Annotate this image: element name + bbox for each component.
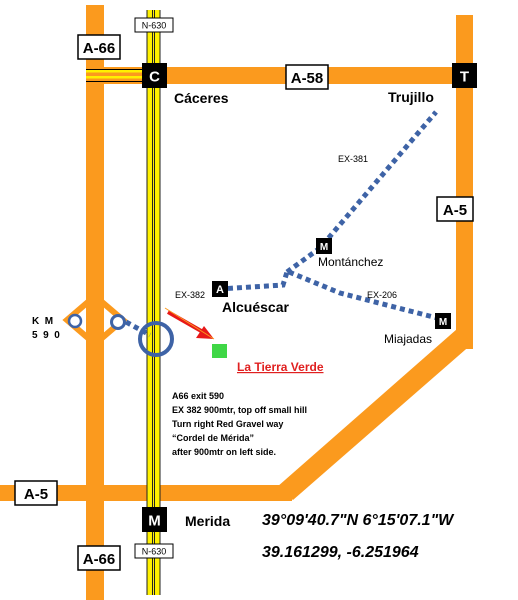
- sign-a66-top-label: A-66: [83, 40, 116, 57]
- marker-caceres-letter: C: [149, 69, 160, 86]
- sign-a5-left: A-5: [14, 480, 58, 506]
- km590-exit-circle: [110, 314, 126, 330]
- coordinates-decimal: 39.161299, -6.251964: [262, 544, 419, 561]
- label-miajadas: Miajadas: [384, 332, 432, 346]
- km-label-line2: 5 9 0: [32, 330, 60, 341]
- km590-interchange: [62, 292, 128, 348]
- sign-a66-bottom-label: A-66: [83, 551, 116, 568]
- a5-road-diagonal: [277, 329, 473, 500]
- directions-line: after 900mtr on left side.: [172, 447, 276, 457]
- label-trujillo: Trujillo: [388, 89, 434, 105]
- marker-caceres: C: [142, 63, 167, 88]
- ex381-road: [285, 110, 438, 275]
- label-merida: Merida: [185, 513, 230, 529]
- sign-n630-top-label: N-630: [142, 21, 167, 31]
- sign-a5-left-label: A-5: [24, 486, 48, 503]
- marker-montanchez-letter: M: [320, 242, 328, 253]
- a66-junction: [86, 67, 150, 84]
- marker-trujillo-letter: T: [460, 69, 469, 86]
- sign-a66-top: A-66: [77, 34, 121, 60]
- marker-miajadas: M: [435, 313, 451, 329]
- sign-a58-label: A-58: [291, 70, 324, 87]
- sign-n630-bottom-label: N-630: [142, 547, 167, 557]
- sign-a5-right: A-5: [436, 196, 474, 222]
- ex382-road: [218, 271, 290, 292]
- a5-road-right: [456, 15, 473, 349]
- label-ex382: EX-382: [175, 290, 205, 300]
- directions-line: Turn right Red Gravel way: [172, 419, 283, 429]
- label-alcuescar: Alcuéscar: [222, 299, 289, 315]
- label-destination: La Tierra Verde: [237, 360, 324, 374]
- km-label-line1: K M: [32, 316, 53, 327]
- sign-a5-right-label: A-5: [443, 202, 467, 219]
- label-ex206: EX-206: [367, 290, 397, 300]
- coordinates-dms: 39°09'40.7"N 6°15'07.1"W: [262, 512, 455, 529]
- exit-link: [124, 319, 152, 338]
- label-montanchez: Montánchez: [318, 255, 383, 269]
- directions-line: “Cordel de Mérida”: [172, 433, 254, 443]
- marker-montanchez: M: [316, 238, 332, 254]
- a66-road: [86, 5, 104, 600]
- label-ex381: EX-381: [338, 154, 368, 164]
- directions-block: A66 exit 590 EX 382 900mtr, top off smal…: [172, 391, 307, 457]
- label-caceres: Cáceres: [174, 90, 229, 106]
- destination-marker: [212, 344, 227, 358]
- directions-line: A66 exit 590: [172, 391, 224, 401]
- n630-road: [146, 10, 161, 595]
- marker-merida-letter: M: [148, 513, 161, 530]
- marker-merida: M: [142, 507, 167, 532]
- sign-n630-bottom: N-630: [134, 543, 174, 559]
- a5-road-bottom: [0, 485, 292, 501]
- main-roads: [0, 5, 473, 600]
- sign-a58: A-58: [285, 64, 329, 90]
- sign-a66-bottom: A-66: [77, 545, 121, 571]
- direction-arrow: [164, 307, 215, 340]
- exit-590-ring: [138, 321, 174, 357]
- sign-n630-top: N-630: [134, 17, 174, 33]
- marker-alcuescar-letter: A: [216, 284, 224, 296]
- km590-left-circle: [67, 313, 83, 329]
- marker-alcuescar: A: [212, 281, 228, 297]
- directions-line: EX 382 900mtr, top off small hill: [172, 405, 307, 415]
- ex206-road: [288, 269, 446, 323]
- marker-miajadas-letter: M: [439, 317, 447, 328]
- marker-trujillo: T: [452, 63, 477, 88]
